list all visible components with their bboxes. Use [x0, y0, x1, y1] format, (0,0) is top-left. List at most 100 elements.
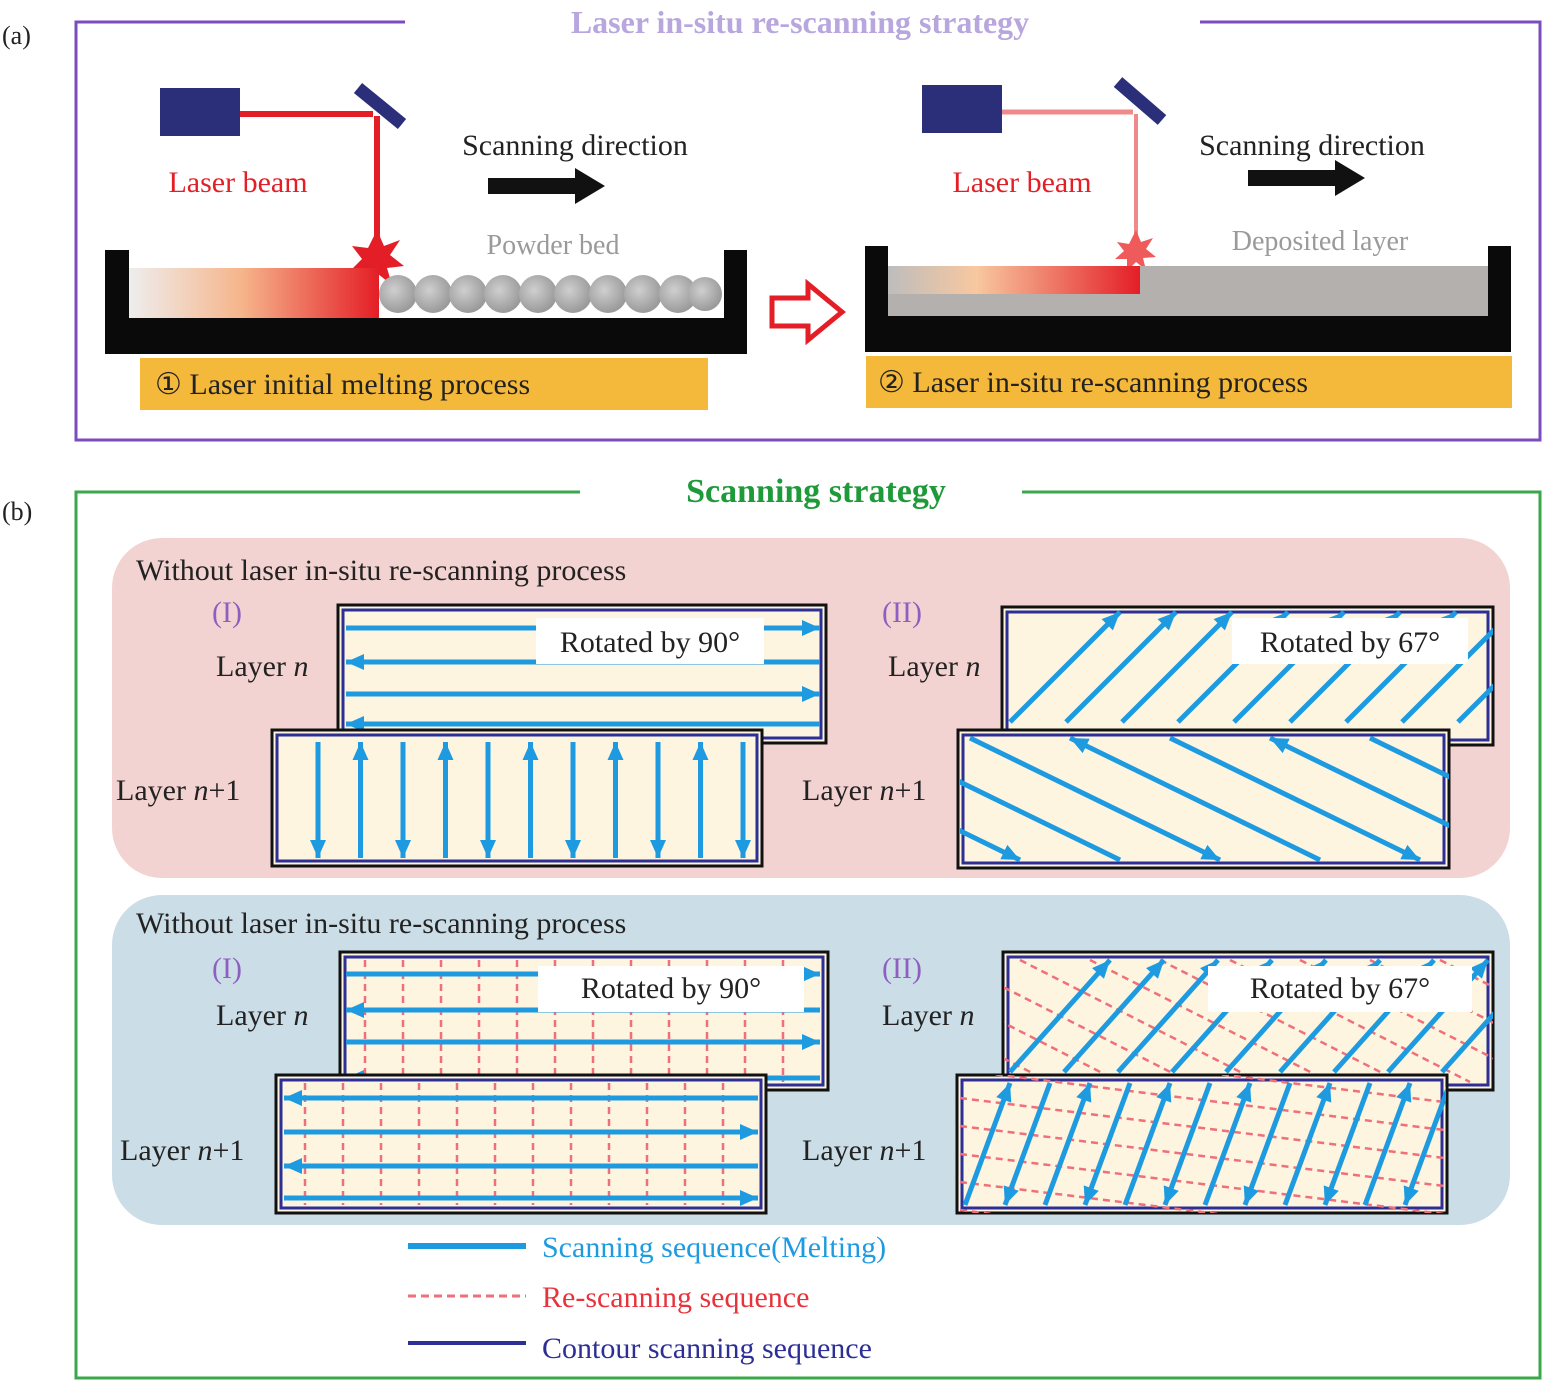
scan-track — [960, 827, 1022, 863]
rescan-track — [1019, 958, 1261, 1084]
scan-arrowhead — [740, 1124, 758, 1140]
top-right-rotation: Rotated by 67° — [1260, 626, 1440, 659]
initial-melting-caption: ① Laser initial melting process — [155, 368, 530, 401]
rescanned-track — [888, 266, 1140, 294]
bottom-right-rotation: Rotated by 67° — [1250, 972, 1430, 1005]
scan-arrowhead — [284, 1158, 302, 1174]
scan-track — [1068, 735, 1322, 863]
scan-arrowhead — [1403, 1185, 1419, 1205]
scan-arrowhead — [1243, 1185, 1259, 1205]
bottom-left-tag: (I) — [212, 952, 242, 985]
scan-track — [1362, 1082, 1413, 1206]
scan-arrowhead — [1323, 1185, 1339, 1205]
top-left-rotation: Rotated by 90° — [560, 626, 740, 659]
layer-n1-67deg-rescan — [955, 1073, 1449, 1298]
scan-tracks — [960, 735, 1449, 863]
scan-track — [1242, 1082, 1293, 1206]
rescanning-caption-box — [866, 356, 1512, 408]
scan-arrowhead — [1156, 1083, 1172, 1103]
scan-track — [1168, 735, 1422, 863]
scan-arrowhead — [802, 620, 820, 636]
contour-path — [279, 1078, 763, 1210]
scan-arrowhead — [607, 742, 624, 760]
rotation-label-box — [538, 966, 804, 1012]
layer-n1-67deg-plain — [956, 728, 1451, 870]
scan-arrowhead — [565, 840, 581, 858]
scan-track — [1162, 1082, 1213, 1206]
scan-arrowhead — [1400, 844, 1420, 860]
initial-melting-scene: Laser beam Scanning direction Powder bed… — [105, 82, 747, 410]
scan-track — [1282, 1082, 1333, 1206]
melted-track — [129, 268, 379, 318]
contour-path — [960, 1078, 1444, 1210]
scan-arrowhead — [1470, 960, 1488, 979]
laser-source — [922, 85, 1002, 133]
layer-n-label: Layer n — [216, 650, 308, 683]
melt-spark — [350, 230, 404, 287]
scan-track — [1400, 627, 1493, 724]
layer-n-label: Layer n — [216, 999, 308, 1032]
scan-arrowhead — [996, 1083, 1012, 1103]
panel-a-label: (a) — [2, 21, 31, 50]
scan-arrowhead — [352, 742, 369, 760]
layer-n1-label: Layer n+1 — [120, 1134, 244, 1167]
scan-arrowhead — [480, 840, 496, 858]
scan-arrowhead — [802, 966, 820, 982]
top-right-tag: (II) — [882, 596, 922, 629]
scan-arrowhead — [1200, 844, 1220, 860]
rescan-track — [959, 1124, 1445, 1188]
rescan-track — [1229, 958, 1471, 1084]
layer-n1-90deg-plain — [270, 728, 764, 868]
layer-box — [956, 728, 1451, 870]
scan-track — [1116, 958, 1220, 1074]
scan-track — [962, 1082, 1013, 1206]
scan-arrowhead — [284, 1090, 302, 1106]
scan-track — [1402, 1086, 1446, 1206]
scanning-direction-label: Scanning direction — [1199, 129, 1425, 162]
rescan-track — [1299, 958, 1493, 1060]
rescan-track — [959, 1180, 1221, 1213]
top-group-title: Without laser in-situ re-scanning proces… — [136, 554, 626, 587]
scan-arrowhead — [1000, 844, 1020, 860]
mirror — [353, 82, 407, 130]
laser-beam-label: Laser beam — [952, 166, 1091, 199]
scan-arrowhead — [1163, 1185, 1179, 1205]
rescan-track — [960, 1238, 1444, 1298]
scan-arrowhead — [1092, 960, 1110, 979]
scan-track — [1122, 1082, 1173, 1206]
panel-b-title: Scanning strategy — [686, 473, 946, 510]
scanning-direction-label: Scanning direction — [462, 129, 688, 162]
rescan-spark — [1115, 230, 1156, 271]
scan-arrowhead — [1316, 1083, 1332, 1103]
bottom-group-title: Without laser in-situ re-scanning proces… — [136, 907, 626, 940]
scan-arrowhead — [346, 1002, 364, 1018]
scan-arrowhead — [346, 654, 364, 670]
layer-n1-90deg-rescan — [274, 1073, 768, 1215]
scan-arrowhead — [1101, 612, 1120, 631]
rescanning-caption: ② Laser in-situ re-scanning process — [878, 366, 1308, 399]
scan-track — [1202, 1082, 1253, 1206]
scan-track — [1064, 610, 1178, 724]
scan-arrowhead — [1213, 612, 1232, 631]
bottom-left-rotation: Rotated by 90° — [581, 972, 761, 1005]
scan-arrowhead — [692, 742, 709, 760]
rescan-track — [1004, 986, 1191, 1084]
rescan-track — [1159, 958, 1401, 1084]
rescanning-scene: Laser beam Scanning direction Deposited … — [865, 77, 1512, 408]
laser-source — [160, 88, 240, 136]
layer-n-label: Layer n — [882, 999, 974, 1032]
scan-arrowhead — [437, 742, 454, 760]
process-transition-arrow — [769, 278, 846, 346]
scan-arrowhead — [310, 840, 326, 858]
scan-arrowhead — [1083, 1185, 1099, 1205]
scan-arrowhead — [1146, 960, 1164, 979]
scan-arrowhead — [1076, 1083, 1092, 1103]
scan-arrowhead — [395, 840, 411, 858]
legend-label-contour: Contour scanning sequence — [542, 1332, 872, 1365]
layer-n-label: Layer n — [888, 650, 980, 683]
scan-arrowhead — [650, 840, 666, 858]
scan-arrowhead — [802, 686, 820, 702]
scan-arrowhead — [1003, 1185, 1019, 1205]
powder-bed-label: Powder bed — [487, 230, 620, 261]
rotation-labels: Rotated by 90° Rotated by 67° Rotated by… — [536, 618, 1472, 1012]
